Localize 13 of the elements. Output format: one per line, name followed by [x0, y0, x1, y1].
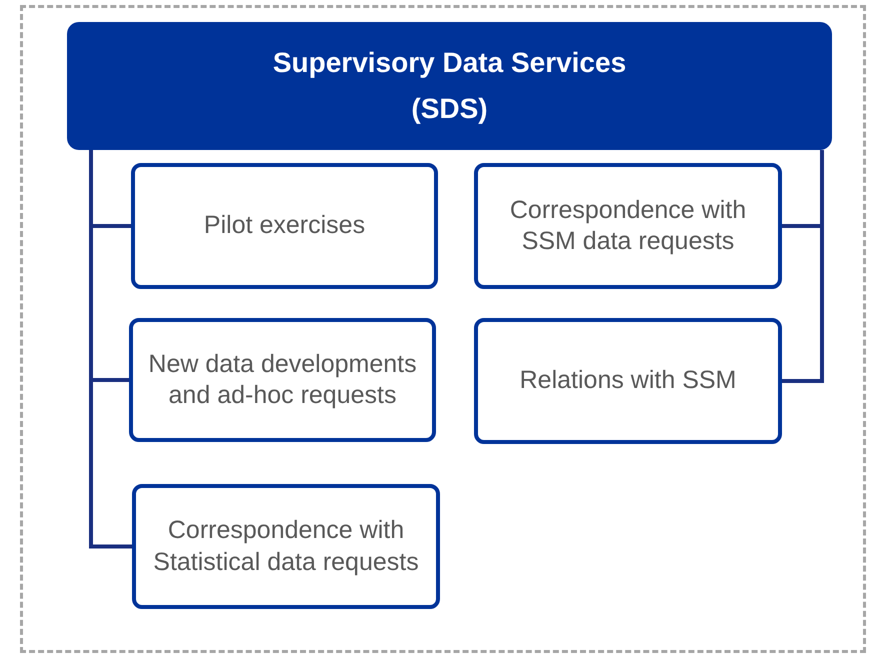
- process-box: [474, 163, 782, 289]
- process-box: [132, 484, 440, 609]
- process-box: [129, 318, 436, 442]
- box-label: Relations with SSM: [520, 365, 736, 396]
- header-box: [67, 22, 832, 150]
- connector-line: [89, 150, 132, 548]
- box-label: New data developments and ad-hoc requests: [147, 348, 418, 411]
- process-box: [474, 318, 782, 444]
- box-label: Correspondence with Statistical data requests: [152, 515, 420, 578]
- header-title: Supervisory Data Services (SDS): [272, 46, 628, 126]
- box-label: Pilot exercises: [204, 210, 366, 242]
- process-box: [131, 163, 438, 289]
- box-label: Correspondence with SSM data requests: [508, 194, 748, 257]
